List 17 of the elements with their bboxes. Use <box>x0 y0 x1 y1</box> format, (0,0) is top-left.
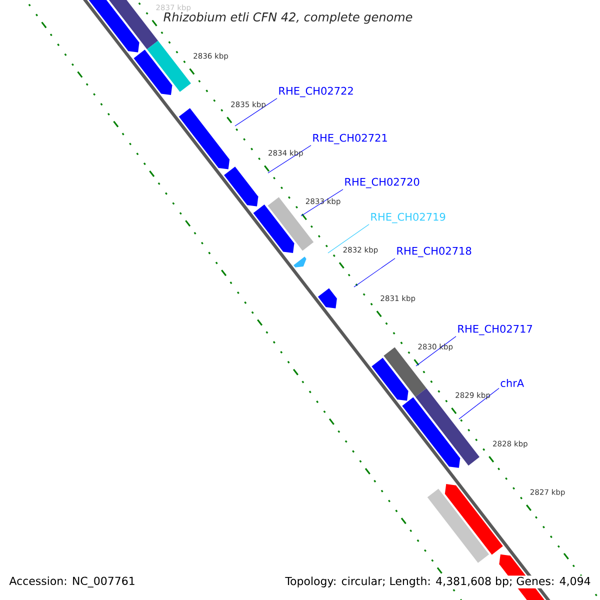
leader-line <box>354 258 396 288</box>
accession-text: Accession: NC_007761 <box>8 576 136 588</box>
gene-label: RHE_CH02717 <box>458 324 532 336</box>
gene-label: RHE_CH02719 <box>371 212 446 224</box>
leader-line <box>328 224 370 254</box>
gene-label: RHE_CH02721 <box>313 134 387 144</box>
gene-label: RHE_CH02720 <box>345 178 420 188</box>
gene-label: chrA <box>500 378 524 388</box>
gene-label: RHE_CH02722 <box>279 86 353 98</box>
leader-line <box>234 98 278 126</box>
gene-label: RHE_CH02718 <box>397 246 472 258</box>
leader-line <box>458 388 500 420</box>
genome-info-text: Topology: circular; Length: 4,381,608 bp; Genes: 4,094 <box>284 576 592 588</box>
title: Rhizobium etli CFN 42, complete genome <box>164 12 412 24</box>
leader-line <box>268 145 312 174</box>
leader-line <box>416 336 456 366</box>
leader-line <box>300 189 344 216</box>
